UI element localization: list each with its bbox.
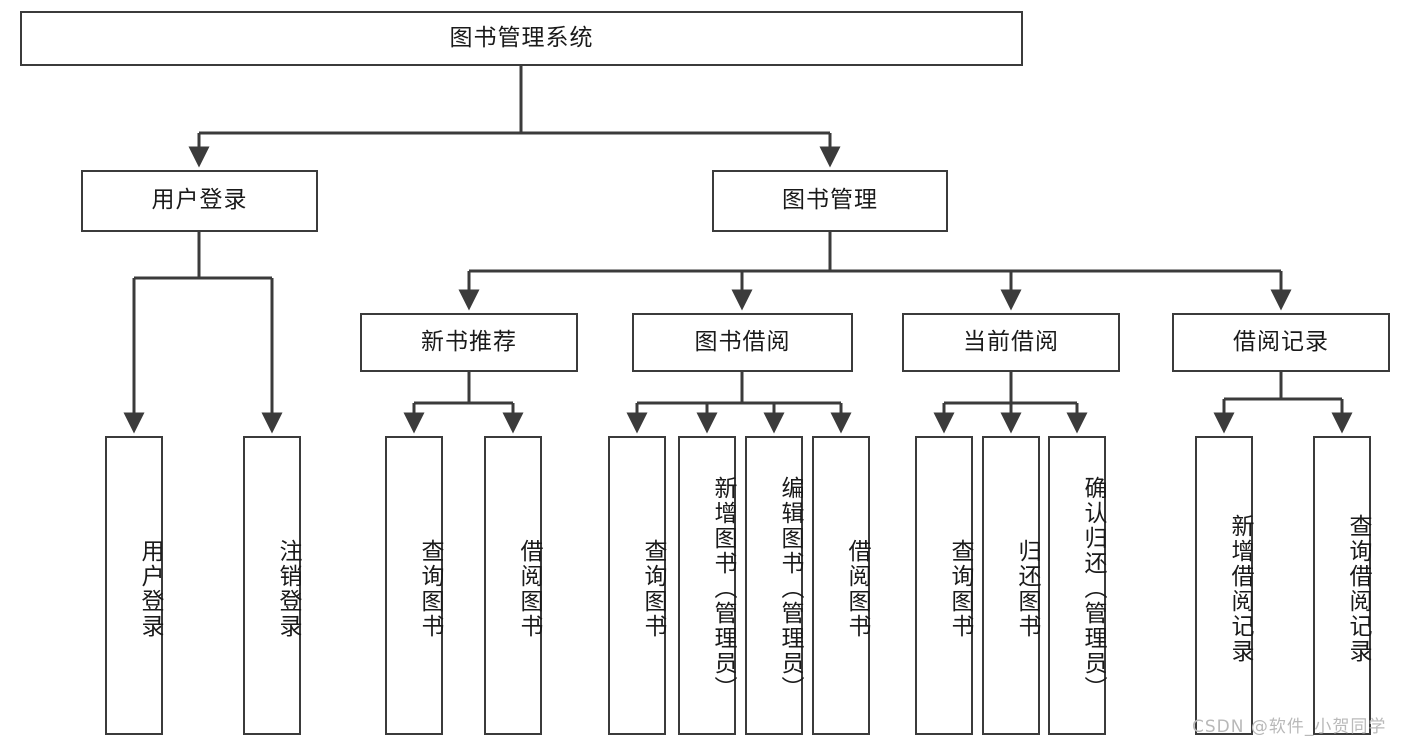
node-leaf-query-borrow-record-label: 查询借阅记录 <box>1345 513 1371 664</box>
node-leaf-logout-login[interactable]: 注销登录 <box>243 436 301 735</box>
node-leaf-confirm-return-admin[interactable]: 确认归还（管理员） <box>1048 436 1106 735</box>
node-current-borrow-label: 当前借阅 <box>963 328 1059 355</box>
node-new-book-recommend-label: 新书推荐 <box>421 328 517 355</box>
node-new-book-recommend[interactable]: 新书推荐 <box>360 313 578 372</box>
node-book-borrow[interactable]: 图书借阅 <box>632 313 853 372</box>
node-leaf-user-login-label: 用户登录 <box>137 538 163 639</box>
node-borrow-record[interactable]: 借阅记录 <box>1172 313 1390 372</box>
node-leaf-query-book-2-label: 查询图书 <box>640 538 666 639</box>
node-leaf-query-book-3-label: 查询图书 <box>947 538 973 639</box>
node-leaf-borrow-book-2-label: 借阅图书 <box>844 538 870 639</box>
node-leaf-query-book-1-label: 查询图书 <box>417 538 443 639</box>
node-leaf-query-book-2[interactable]: 查询图书 <box>608 436 666 735</box>
node-leaf-return-book-label: 归还图书 <box>1014 538 1040 639</box>
node-root[interactable]: 图书管理系统 <box>20 11 1023 66</box>
node-current-borrow[interactable]: 当前借阅 <box>902 313 1120 372</box>
node-book-management[interactable]: 图书管理 <box>712 170 948 232</box>
node-borrow-record-label: 借阅记录 <box>1233 328 1329 355</box>
node-leaf-logout-login-label: 注销登录 <box>275 538 301 639</box>
node-user-login-label: 用户登录 <box>151 187 248 214</box>
node-leaf-user-login[interactable]: 用户登录 <box>105 436 163 735</box>
node-leaf-borrow-book-1-label: 借阅图书 <box>516 538 542 639</box>
node-leaf-add-borrow-record[interactable]: 新增借阅记录 <box>1195 436 1253 735</box>
node-leaf-add-borrow-record-label: 新增借阅记录 <box>1227 513 1253 664</box>
node-leaf-borrow-book-2[interactable]: 借阅图书 <box>812 436 870 735</box>
node-leaf-query-book-1[interactable]: 查询图书 <box>385 436 443 735</box>
node-leaf-query-book-3[interactable]: 查询图书 <box>915 436 973 735</box>
node-leaf-query-borrow-record[interactable]: 查询借阅记录 <box>1313 436 1371 735</box>
node-book-borrow-label: 图书借阅 <box>694 328 791 355</box>
node-book-management-label: 图书管理 <box>782 187 878 214</box>
node-root-label: 图书管理系统 <box>449 24 594 51</box>
node-leaf-add-book-admin[interactable]: 新增图书（管理员） <box>678 436 736 735</box>
node-leaf-edit-book-admin[interactable]: 编辑图书（管理员） <box>745 436 803 735</box>
node-leaf-borrow-book-1[interactable]: 借阅图书 <box>484 436 542 735</box>
node-leaf-edit-book-admin-label: 编辑图书（管理员） <box>777 476 803 701</box>
node-leaf-return-book[interactable]: 归还图书 <box>982 436 1040 735</box>
node-user-login[interactable]: 用户登录 <box>81 170 318 232</box>
node-leaf-add-book-admin-label: 新增图书（管理员） <box>710 476 736 701</box>
node-leaf-confirm-return-admin-label: 确认归还（管理员） <box>1080 476 1106 701</box>
